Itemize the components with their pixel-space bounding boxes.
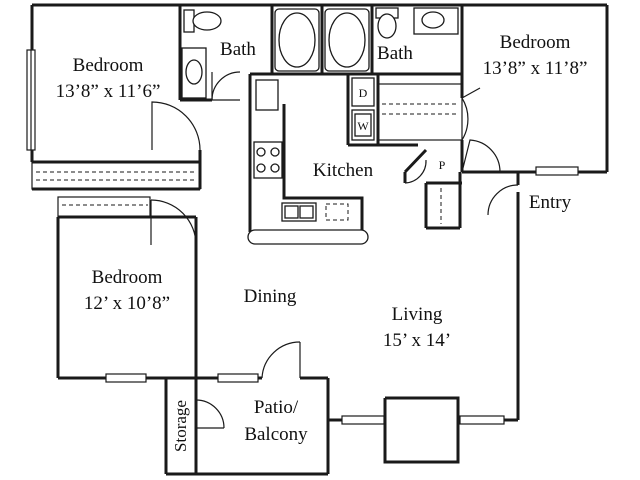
kitchen-name: Kitchen xyxy=(313,160,374,181)
bedroom-right-name: Bedroom xyxy=(500,32,571,53)
kitchen-sink-icon xyxy=(281,202,317,222)
room-labels: Bedroom 13’8” x 11’6” Bath Bath Bedroom … xyxy=(56,32,588,452)
bathtub-icon xyxy=(324,8,370,72)
entry-name: Entry xyxy=(529,192,572,213)
bath-right-name: Bath xyxy=(377,43,413,64)
balcony-name: Balcony xyxy=(244,424,308,445)
living-size: 15’ x 14’ xyxy=(383,330,451,351)
bath-left-name: Bath xyxy=(220,39,256,60)
living-name: Living xyxy=(392,304,443,325)
washer-icon: W xyxy=(351,109,375,141)
dining-name: Dining xyxy=(244,286,297,307)
washer-label: W xyxy=(357,119,369,133)
closets xyxy=(31,83,463,224)
bedroom-left-size: 13’8” x 11’6” xyxy=(56,81,161,102)
toilet-icon xyxy=(375,7,399,39)
stove-icon xyxy=(253,141,283,179)
kitchen-bar-counter xyxy=(247,229,369,245)
sink-icon xyxy=(181,47,207,99)
dryer-label: D xyxy=(359,86,368,100)
bedroom-lower-name: Bedroom xyxy=(92,267,163,288)
kitchen-fixtures: D W P xyxy=(247,77,446,245)
patio-name: Patio/ xyxy=(254,397,299,418)
bath-fixtures xyxy=(181,7,459,99)
dryer-icon: D xyxy=(351,77,375,107)
door-swings xyxy=(150,71,519,429)
bedroom-left-name: Bedroom xyxy=(73,55,144,76)
dishwasher-icon xyxy=(325,203,349,221)
sink-icon xyxy=(413,7,459,35)
toilet-icon xyxy=(183,9,222,33)
bedroom-right-size: 13’8” x 11’8” xyxy=(483,58,588,79)
storage-name: Storage xyxy=(171,400,190,452)
bathtub-icon xyxy=(274,8,320,72)
pantry-label: P xyxy=(439,158,446,172)
windows xyxy=(26,49,579,425)
bedroom-lower-size: 12’ x 10’8” xyxy=(84,293,170,314)
refrigerator-icon xyxy=(255,79,279,111)
